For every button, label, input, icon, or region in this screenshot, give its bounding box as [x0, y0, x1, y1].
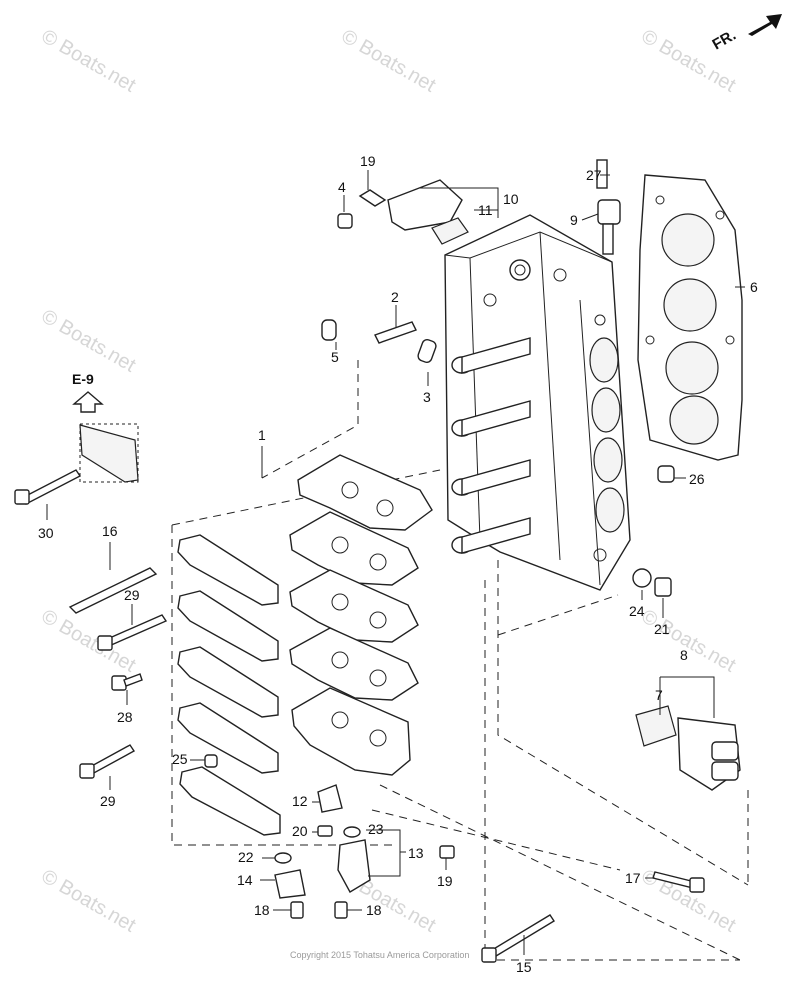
small-parts — [14, 159, 741, 963]
callout-29b: 29 — [100, 793, 116, 809]
callout-15: 15 — [516, 959, 532, 975]
callout-19: 19 — [360, 153, 376, 169]
front-direction-indicator: FR. — [710, 14, 782, 54]
watermark: © Boats.net — [38, 305, 140, 377]
callout-14: 14 — [237, 872, 253, 888]
reference-e9: E-9 — [72, 371, 139, 483]
callout-28: 28 — [117, 709, 133, 725]
callout-25: 25 — [172, 751, 188, 767]
callout-17: 17 — [625, 870, 641, 886]
callout-13: 13 — [408, 845, 424, 861]
callout-10: 10 — [503, 191, 519, 207]
watermark: © Boats.net — [38, 605, 140, 677]
cylinder-head — [444, 214, 631, 591]
up-arrow-icon — [72, 391, 104, 413]
reference-label: E-9 — [72, 371, 94, 387]
cam-holders — [289, 454, 433, 776]
callout-1: 1 — [258, 427, 266, 443]
callout-16: 16 — [102, 523, 118, 539]
callout-11: 11 — [478, 202, 493, 218]
copyright-text: Copyright 2015 Tohatsu America Corporati… — [290, 950, 469, 960]
watermark: © Boats.net — [338, 25, 440, 97]
callout-12: 12 — [292, 793, 308, 809]
watermark: © Boats.net — [38, 25, 140, 97]
callout-30: 30 — [38, 525, 54, 541]
callout-4: 4 — [338, 179, 346, 195]
front-label: FR. — [710, 27, 739, 54]
callout-27: 27 — [586, 167, 602, 183]
callout-6: 6 — [750, 279, 758, 295]
cam-journals — [451, 337, 531, 554]
callout-7: 7 — [655, 687, 663, 703]
leader-lines — [46, 170, 745, 955]
callout-23: 23 — [368, 821, 384, 837]
callout-26: 26 — [689, 471, 705, 487]
callout-24: 24 — [629, 603, 645, 619]
arrow-icon — [748, 14, 782, 36]
callout-18: 18 — [254, 902, 270, 918]
watermark: © Boats.net — [638, 865, 740, 937]
watermark: © Boats.net — [638, 605, 740, 677]
callout-18b: 18 — [366, 902, 382, 918]
callout-5: 5 — [331, 349, 339, 365]
callout-21: 21 — [654, 621, 670, 637]
callout-9: 9 — [570, 212, 578, 228]
callout-3: 3 — [423, 389, 431, 405]
callout-2: 2 — [391, 289, 399, 305]
head-gasket — [637, 174, 743, 461]
callout-22: 22 — [238, 849, 254, 865]
callouts: 1 2 3 4 5 6 7 8 9 10 11 12 13 14 15 16 1… — [38, 153, 758, 975]
callout-19b: 19 — [437, 873, 453, 889]
watermark: © Boats.net — [38, 865, 140, 937]
chain-guide-part — [79, 424, 139, 483]
callout-20: 20 — [292, 823, 308, 839]
rocker-arms — [177, 534, 281, 836]
callout-8: 8 — [680, 647, 688, 663]
combustion-chambers — [589, 337, 625, 533]
callout-29: 29 — [124, 587, 140, 603]
